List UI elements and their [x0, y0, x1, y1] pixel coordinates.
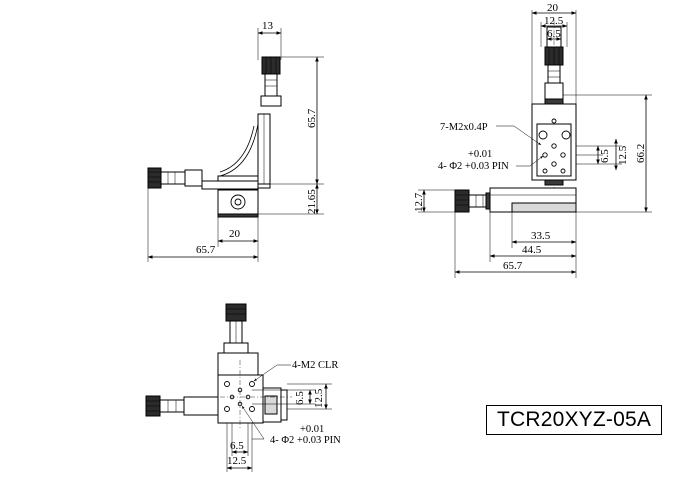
dim-base-width: 20: [229, 228, 241, 240]
side-dim-12-7: 12.7: [413, 192, 425, 212]
side-dim-66-2: 66.2: [635, 144, 647, 163]
top-z-knob: [225, 303, 247, 322]
top-note-pin: 4- Φ2 +0.03 PIN: [270, 435, 341, 446]
top-note-clr: 4-M2 CLR: [292, 360, 338, 371]
top-dim-h-6-5: 6.5: [230, 440, 244, 452]
top-view: 6.5 12.5 6.5 12.5 4-M2 CLR +0.01 4- Φ2 +…: [145, 303, 341, 472]
model-title-box: TCR20XYZ-05A: [486, 405, 662, 435]
x-micrometer-knob: [147, 167, 162, 189]
side-view: 20 12.5 6.5 6.5 12.5 66.2 12.7 33.5 44.5: [413, 2, 652, 278]
side-y-knob: [454, 189, 470, 213]
side-dim-v-12-5: 12.5: [617, 145, 629, 165]
top-dim-v-6-5: 6.5: [294, 391, 306, 405]
side-dim-33-5: 33.5: [531, 230, 551, 242]
side-dim-12-5: 12.5: [544, 15, 564, 27]
front-view: 13 65.7 21.65 20 65.7: [147, 20, 324, 262]
side-dim-6-5: 6.5: [547, 28, 561, 40]
side-note-tol: +0.01: [468, 149, 492, 160]
model-number: TCR20XYZ-05A: [496, 408, 652, 431]
top-dim-h-12-5: 12.5: [227, 455, 247, 467]
dim-overall-width: 65.7: [196, 244, 216, 256]
top-dim-v-12-5: 12.5: [313, 388, 325, 408]
side-dim-65-7: 65.7: [503, 260, 523, 272]
side-dim-v-6-5: 6.5: [599, 149, 611, 163]
dim-height-lower: 21.65: [306, 189, 318, 214]
side-note-pin: 4- Φ2 +0.03 PIN: [438, 161, 509, 172]
side-dim-20: 20: [547, 2, 559, 14]
top-note-tol: +0.01: [300, 424, 324, 435]
side-note-thread: 7-M2x0.4P: [440, 122, 488, 133]
dim-height-upper: 65.7: [306, 108, 318, 128]
side-dim-44-5: 44.5: [522, 244, 542, 256]
dim-top-width: 13: [262, 20, 274, 32]
